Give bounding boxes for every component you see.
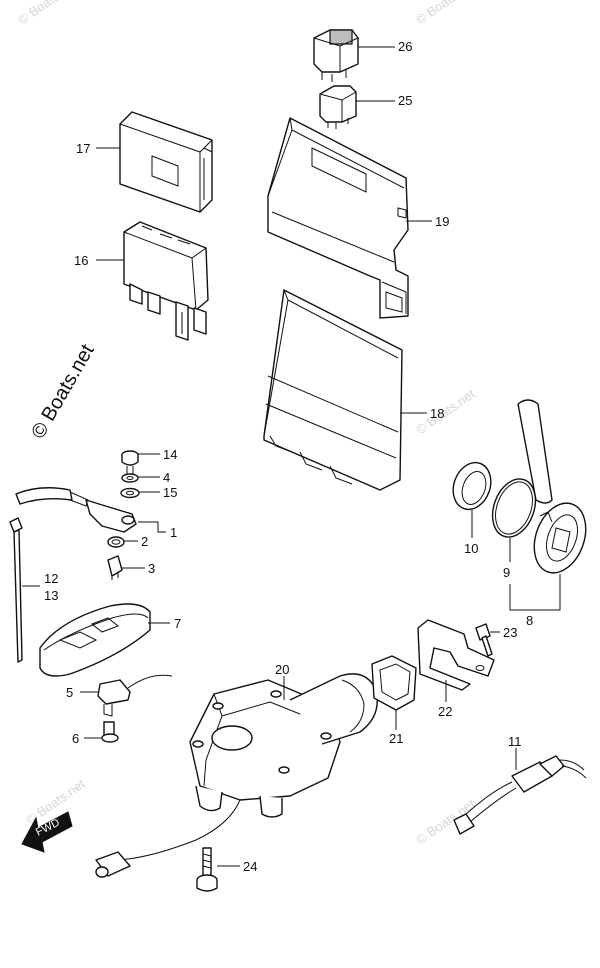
part-5-sensor [97, 674, 173, 717]
label-6: 6 [72, 731, 79, 746]
label-26: 26 [398, 39, 412, 54]
part-24-bolt [196, 847, 218, 892]
part-14-bolt [121, 450, 139, 476]
part-4-washer [121, 473, 139, 483]
label-7: 7 [174, 616, 181, 631]
label-10: 10 [464, 541, 478, 556]
watermark-top-right: © Boats.net [413, 0, 478, 27]
label-9: 9 [503, 565, 510, 580]
label-11: 11 [508, 734, 522, 749]
label-2: 2 [141, 534, 148, 549]
part-16-relay-box [123, 221, 209, 341]
label-13: 13 [44, 588, 58, 603]
part-1-sensor [15, 487, 137, 533]
watermark-mid-right: © Boats.net [413, 386, 478, 438]
part-2-o-ring [107, 536, 125, 548]
label-21: 21 [389, 731, 403, 746]
part-22-bracket [417, 619, 495, 691]
label-12: 12 [44, 571, 58, 586]
label-14: 14 [163, 447, 177, 462]
label-18: 18 [430, 406, 444, 421]
label-25: 25 [398, 93, 412, 108]
label-15: 15 [163, 485, 177, 500]
label-20: 20 [275, 662, 289, 677]
part-6-bolt [101, 721, 119, 743]
part-21-cushion [371, 655, 417, 711]
part-26-relay [313, 29, 359, 82]
part-20-actuator [95, 673, 378, 878]
label-17: 17 [76, 141, 90, 156]
part-3-clip [107, 555, 123, 580]
part-19-ecu-housing [267, 117, 409, 319]
label-5: 5 [66, 685, 73, 700]
label-24: 24 [243, 859, 257, 874]
label-16: 16 [74, 253, 88, 268]
watermark-main: © Boats.net [27, 340, 99, 442]
part-7-cover [39, 603, 151, 677]
part-25-relay [319, 85, 357, 129]
part-17-cover [119, 111, 213, 213]
label-4: 4 [163, 470, 170, 485]
part-15-washer [120, 487, 140, 499]
part-23-bolt [475, 623, 493, 657]
part-12-13-cable-tie [9, 517, 23, 663]
part-9-o-ring [491, 478, 537, 538]
label-1: 1 [170, 525, 177, 540]
label-3: 3 [148, 561, 155, 576]
label-8: 8 [526, 613, 533, 628]
part-8-connector [517, 399, 587, 574]
part-18-ecu [263, 289, 403, 491]
part-11-harness [453, 755, 587, 835]
label-22: 22 [438, 704, 452, 719]
watermark-top-left: © Boats.net [15, 0, 80, 27]
part-10-grommet [452, 461, 492, 511]
label-19: 19 [435, 214, 449, 229]
label-23: 23 [503, 625, 517, 640]
